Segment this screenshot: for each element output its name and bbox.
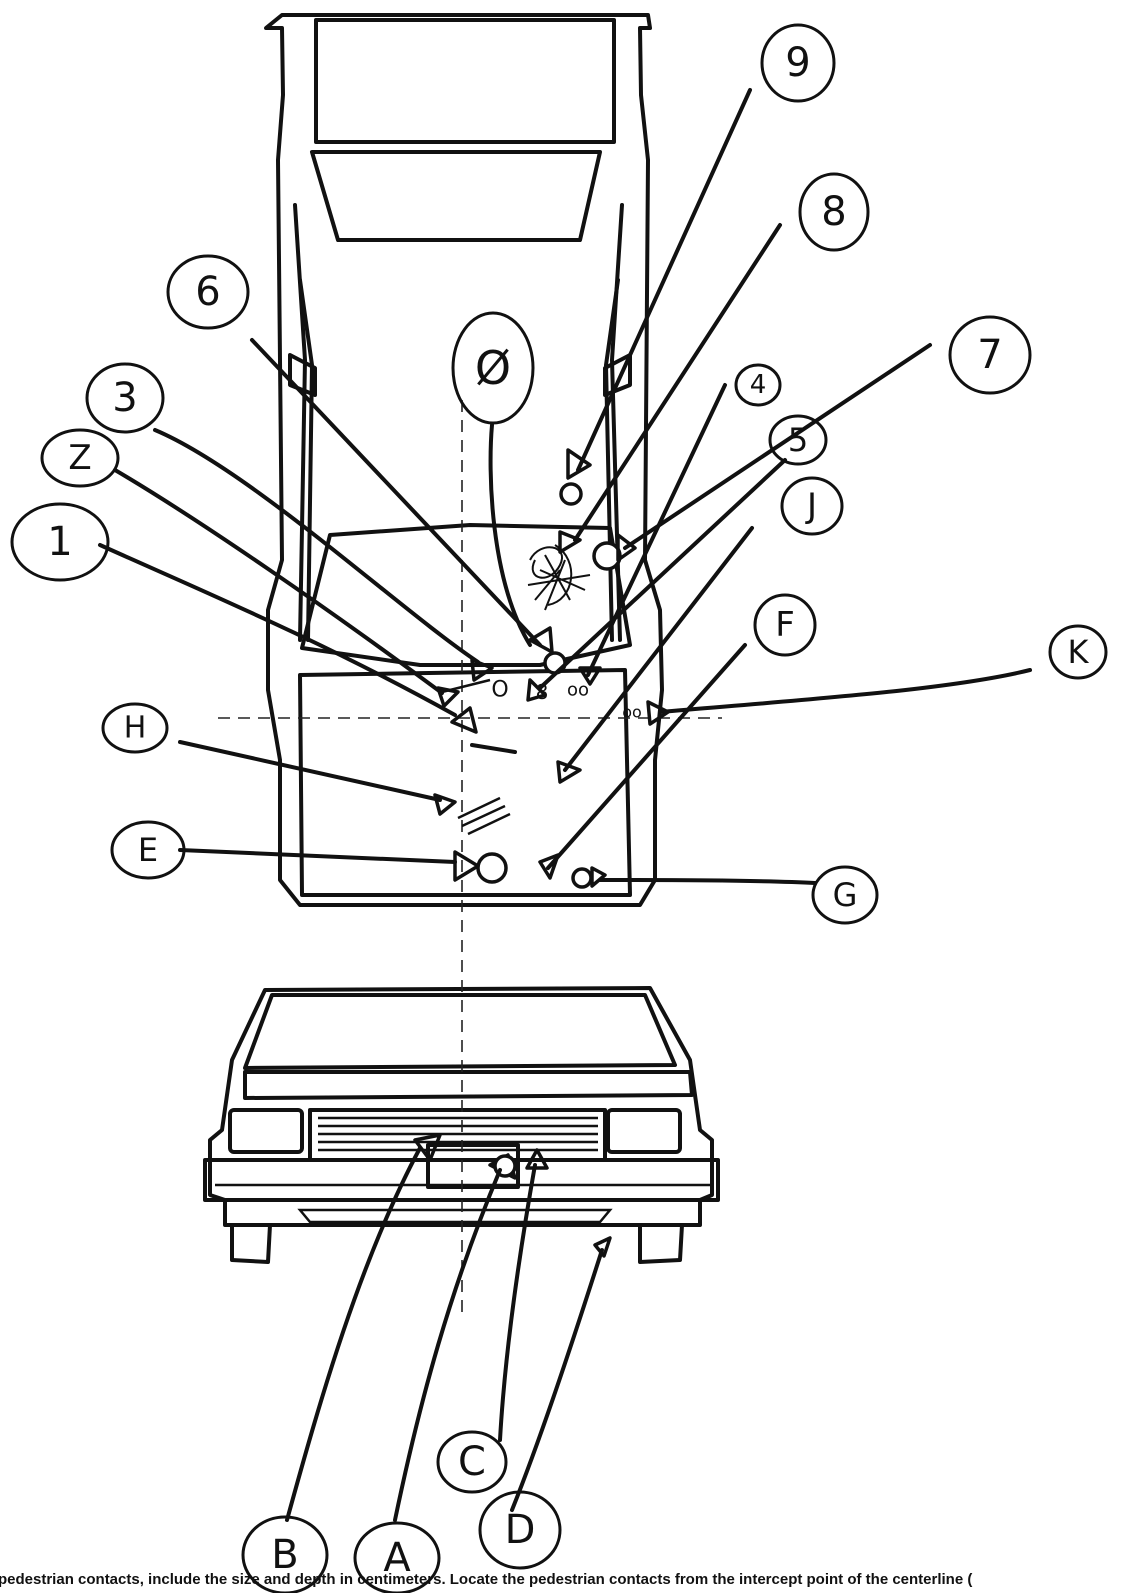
- callout-A: A: [353, 1521, 441, 1593]
- svg-text:oo: oo: [567, 680, 589, 701]
- callout-5-text: 5: [788, 421, 808, 459]
- callout-4-text: 4: [750, 370, 767, 400]
- svg-text:oo: oo: [622, 703, 642, 722]
- callout-8-text: 8: [821, 189, 846, 235]
- callout-7: 7: [948, 315, 1032, 395]
- callout-F-text: F: [775, 605, 795, 645]
- callout-labels: 9 8 6 7 3 4 Z 5: [10, 23, 1108, 1593]
- callout-Z-text: Z: [68, 438, 91, 478]
- callout-D: D: [478, 1490, 562, 1570]
- callout-9: 9: [760, 23, 836, 103]
- callout-J-text: J: [805, 486, 817, 526]
- callout-B-text: B: [271, 1532, 298, 1578]
- callout-8: 8: [798, 172, 870, 252]
- hood-damage-marks: O 8 oo oo: [441, 678, 642, 836]
- leader-lines: [98, 88, 1032, 1522]
- callout-6: 6: [166, 254, 250, 330]
- callout-K-text: K: [1068, 633, 1090, 671]
- callout-H: H: [101, 702, 169, 754]
- callout-D-text: D: [505, 1507, 536, 1553]
- callout-6-text: 6: [195, 269, 220, 315]
- car-top-view: [264, 13, 664, 907]
- callout-E-text: E: [138, 831, 158, 869]
- callout-C: C: [436, 1430, 508, 1494]
- callout-C-text: C: [458, 1439, 486, 1485]
- callout-centerline-text: Ø: [475, 341, 511, 395]
- callout-K: K: [1048, 624, 1108, 680]
- windshield-damage-scribble: [527, 544, 591, 611]
- callout-9-text: 9: [785, 40, 810, 86]
- callout-E: E: [110, 820, 186, 880]
- instruction-footer: pedestrian contacts, include the size an…: [0, 1566, 1134, 1593]
- callout-1: 1: [10, 502, 110, 582]
- instruction-text: pedestrian contacts, include the size an…: [0, 1571, 973, 1588]
- callout-1-text: 1: [47, 519, 72, 565]
- callout-7-text: 7: [977, 332, 1002, 378]
- callout-F: F: [753, 593, 817, 657]
- callout-centerline: Ø: [451, 311, 535, 425]
- callout-3: 3: [85, 362, 165, 434]
- callout-5: 5: [768, 414, 828, 466]
- callout-G-text: G: [833, 876, 858, 914]
- contact-markers: [413, 448, 670, 1258]
- callout-4: 4: [734, 363, 782, 407]
- svg-text:O: O: [491, 678, 508, 703]
- callout-3-text: 3: [112, 375, 137, 421]
- callout-B: B: [241, 1515, 329, 1593]
- callout-A-text: A: [383, 1535, 411, 1581]
- callout-G: G: [811, 865, 879, 925]
- callout-H-text: H: [124, 711, 147, 746]
- callout-Z: Z: [40, 428, 120, 488]
- callout-J: J: [780, 476, 844, 536]
